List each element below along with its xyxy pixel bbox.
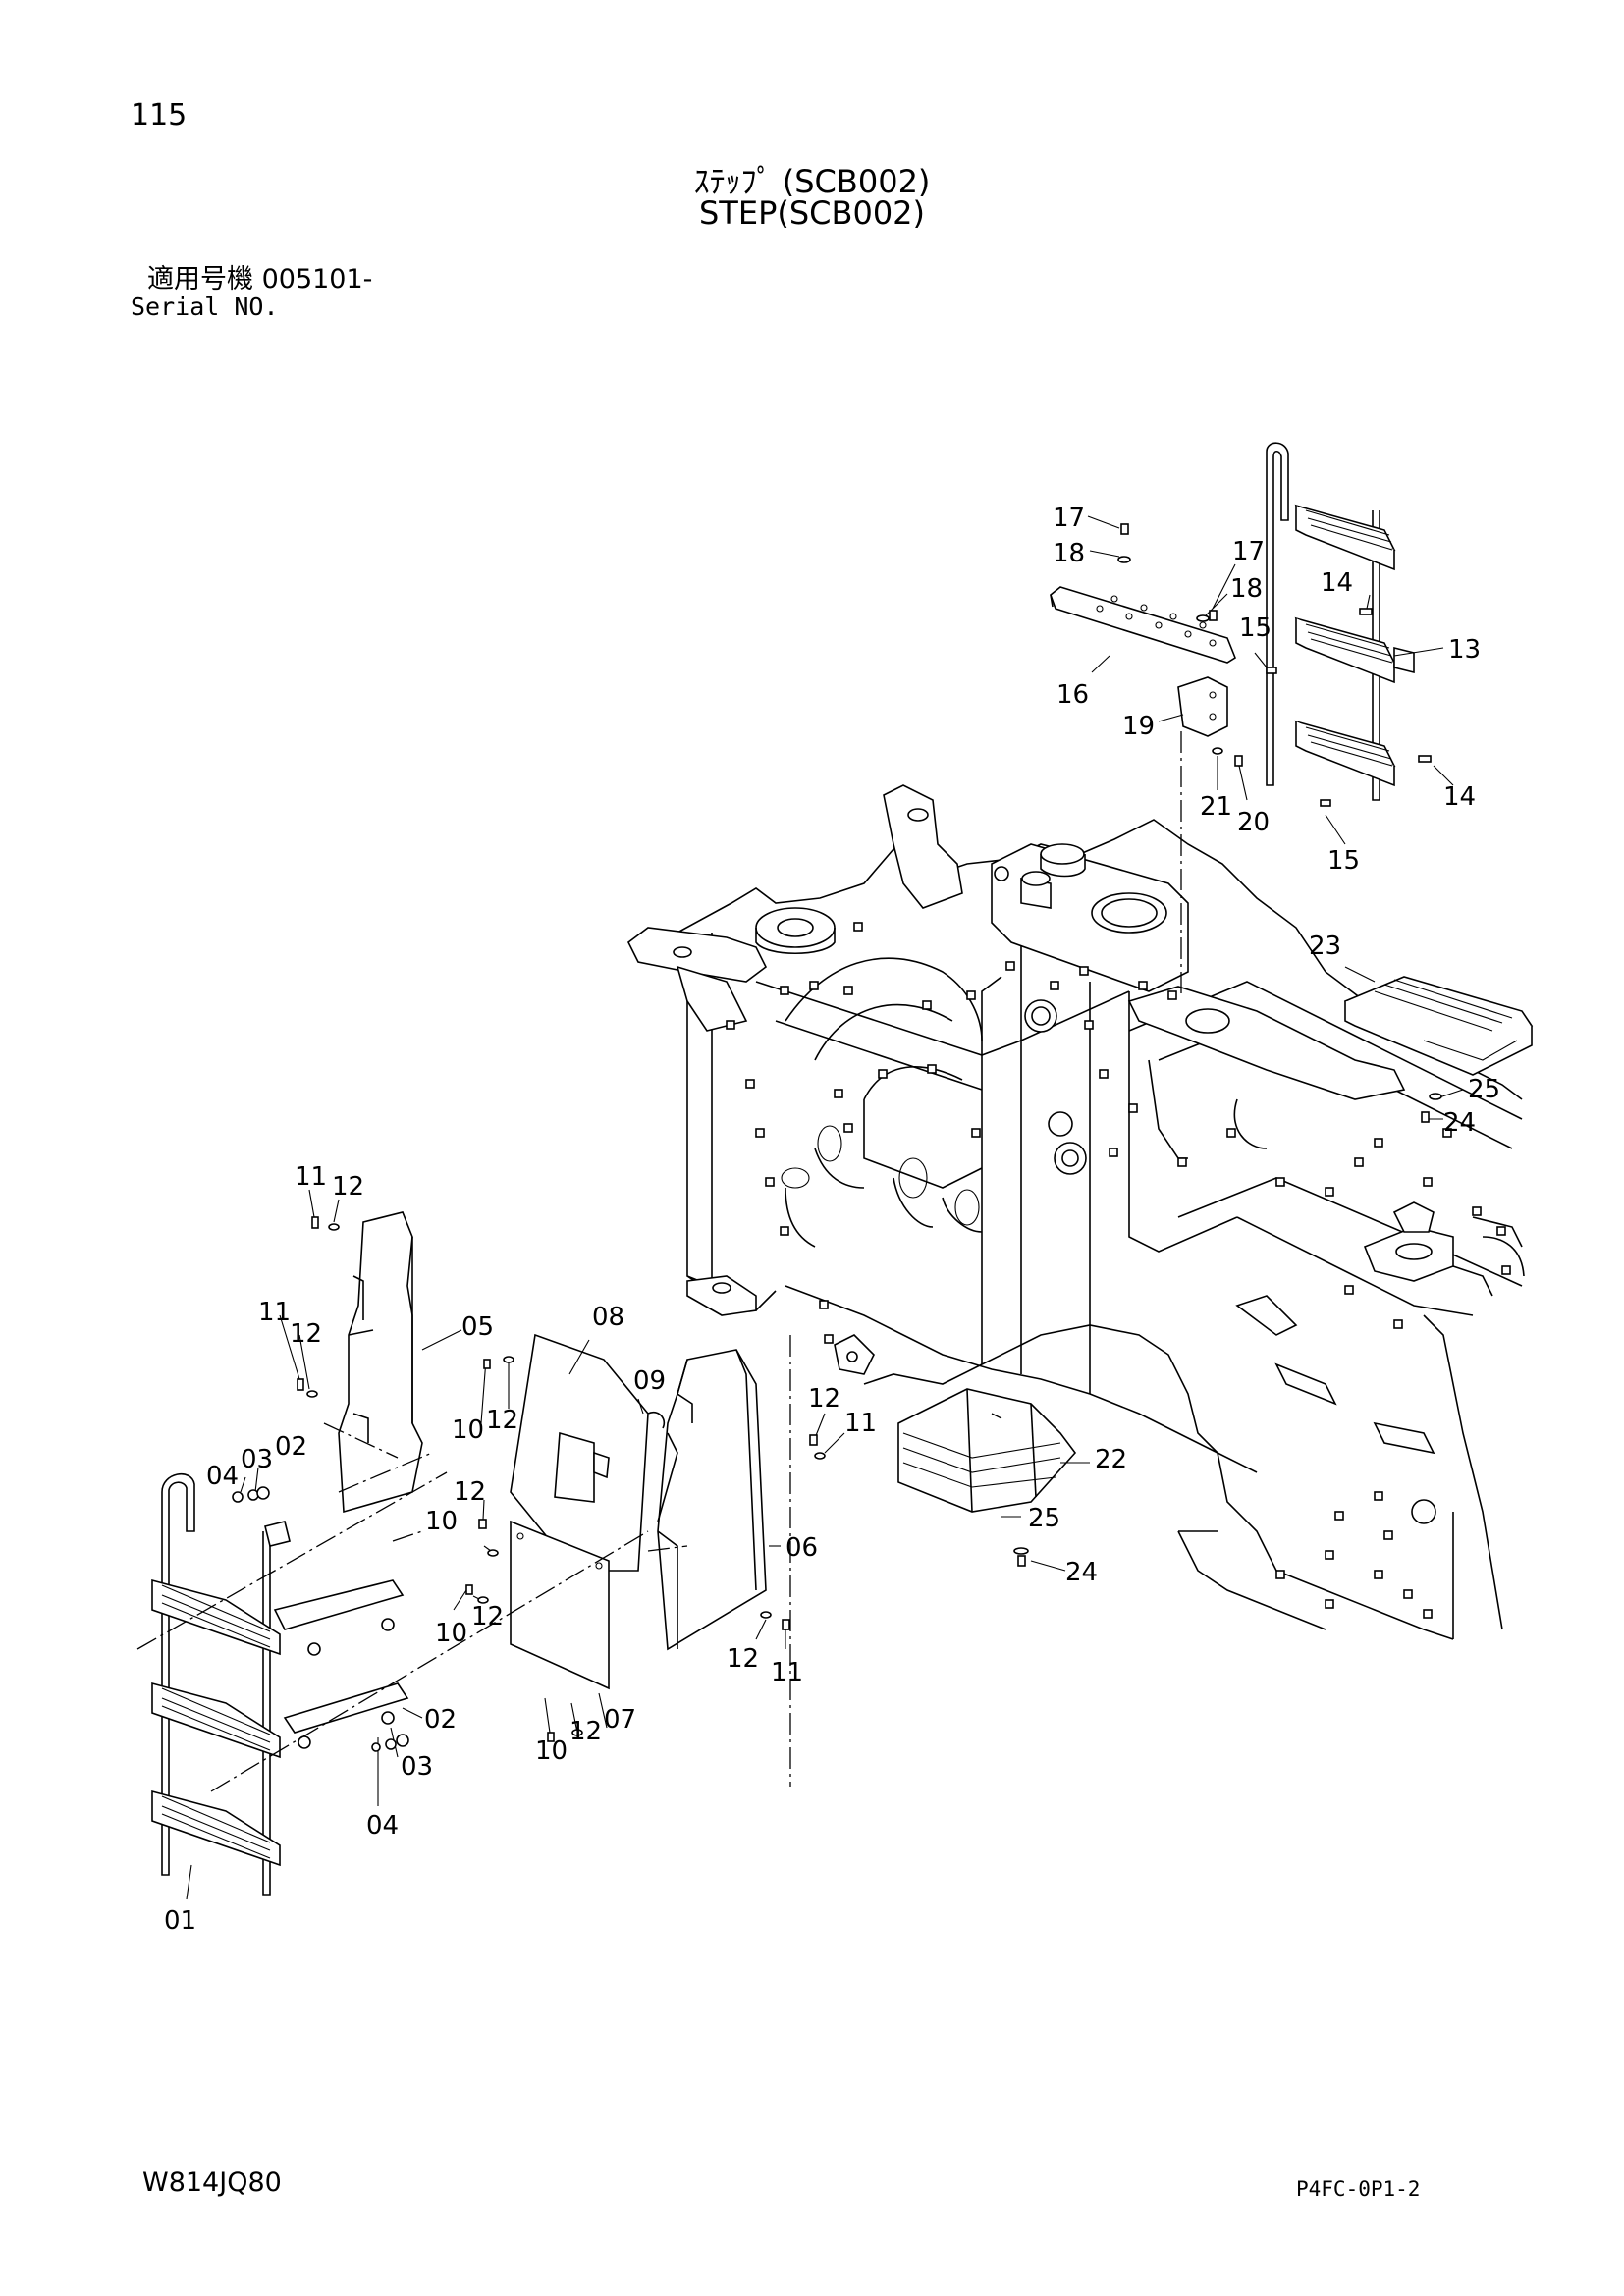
callout-13: 13 xyxy=(1448,635,1481,665)
callout-04: 04 xyxy=(206,1462,239,1491)
upper-step-plate-16 xyxy=(1050,586,1236,664)
callout-01: 01 xyxy=(164,1906,196,1936)
callout-06: 06 xyxy=(785,1533,818,1563)
callout-04: 04 xyxy=(366,1811,399,1841)
cover-08 xyxy=(510,1333,649,1572)
step-22 xyxy=(897,1388,1077,1513)
callout-02: 02 xyxy=(424,1705,457,1735)
callout-08: 08 xyxy=(592,1303,624,1332)
reference-code: P4FC-0P1-2 xyxy=(1296,2177,1421,2201)
assembly-lines xyxy=(136,731,1182,1792)
callout-12: 12 xyxy=(486,1406,518,1435)
callout-24: 24 xyxy=(1065,1558,1098,1587)
callout-10: 10 xyxy=(535,1736,568,1766)
callout-18: 18 xyxy=(1230,574,1263,604)
frame-bolts xyxy=(726,922,1511,1619)
callout-07: 07 xyxy=(604,1705,636,1735)
cover-05 xyxy=(338,1211,423,1514)
callout-14: 14 xyxy=(1443,782,1476,812)
callout-14: 14 xyxy=(1321,568,1353,598)
callout-15: 15 xyxy=(1327,846,1360,876)
main-frame xyxy=(626,784,1525,1640)
callout-03: 03 xyxy=(401,1752,433,1782)
panel-07 xyxy=(510,1520,610,1690)
callout-12: 12 xyxy=(727,1644,759,1674)
page-number: 115 xyxy=(131,98,188,133)
title-japanese: ｽﾃｯﾌﾟ (SCB002) xyxy=(693,163,931,200)
callout-10: 10 xyxy=(435,1619,467,1648)
callout-19: 19 xyxy=(1122,712,1155,741)
callout-20: 20 xyxy=(1237,808,1270,837)
callout-11: 11 xyxy=(258,1298,291,1327)
callout-02: 02 xyxy=(275,1432,307,1462)
serial-range-japanese: 適用号機 005101- xyxy=(147,264,373,294)
callout-10: 10 xyxy=(452,1415,484,1445)
callout-23: 23 xyxy=(1309,932,1341,961)
cover-06 xyxy=(657,1349,767,1651)
callout-03: 03 xyxy=(241,1445,273,1474)
document-code: W814JQ80 xyxy=(142,2167,282,2198)
callout-25: 25 xyxy=(1468,1075,1500,1104)
callout-11: 11 xyxy=(844,1409,877,1438)
callout-16: 16 xyxy=(1056,680,1089,710)
callout-11: 11 xyxy=(295,1162,327,1192)
callout-21: 21 xyxy=(1200,792,1232,822)
callout-12: 12 xyxy=(290,1319,322,1349)
fastener-bolts xyxy=(232,523,1442,1752)
callout-25: 25 xyxy=(1028,1504,1060,1533)
left-ladder-01 xyxy=(151,1472,409,1896)
callout-15: 15 xyxy=(1239,614,1272,643)
callout-11: 11 xyxy=(771,1658,803,1687)
callout-05: 05 xyxy=(461,1312,494,1342)
step-23 xyxy=(1343,976,1534,1076)
callout-12: 12 xyxy=(569,1717,602,1746)
callout-24: 24 xyxy=(1443,1108,1476,1138)
upper-ladder-13 xyxy=(1266,442,1415,801)
callout-17: 17 xyxy=(1053,504,1085,533)
callout-12: 12 xyxy=(454,1477,486,1507)
leader-lines xyxy=(186,515,1464,1900)
callout-12: 12 xyxy=(471,1602,504,1631)
callout-18: 18 xyxy=(1053,539,1085,568)
part-callouts: 17 18 17 18 14 15 13 16 19 21 20 14 15 2… xyxy=(164,504,1500,1936)
callout-17: 17 xyxy=(1232,537,1265,566)
title-english: STEP(SCB002) xyxy=(698,194,926,232)
serial-number-label: Serial NO. xyxy=(131,293,279,321)
callout-12: 12 xyxy=(808,1384,840,1414)
callout-10: 10 xyxy=(425,1507,458,1536)
callout-22: 22 xyxy=(1095,1445,1127,1474)
callout-09: 09 xyxy=(633,1366,666,1396)
callout-12: 12 xyxy=(332,1172,364,1201)
bracket-19 xyxy=(1177,676,1228,737)
